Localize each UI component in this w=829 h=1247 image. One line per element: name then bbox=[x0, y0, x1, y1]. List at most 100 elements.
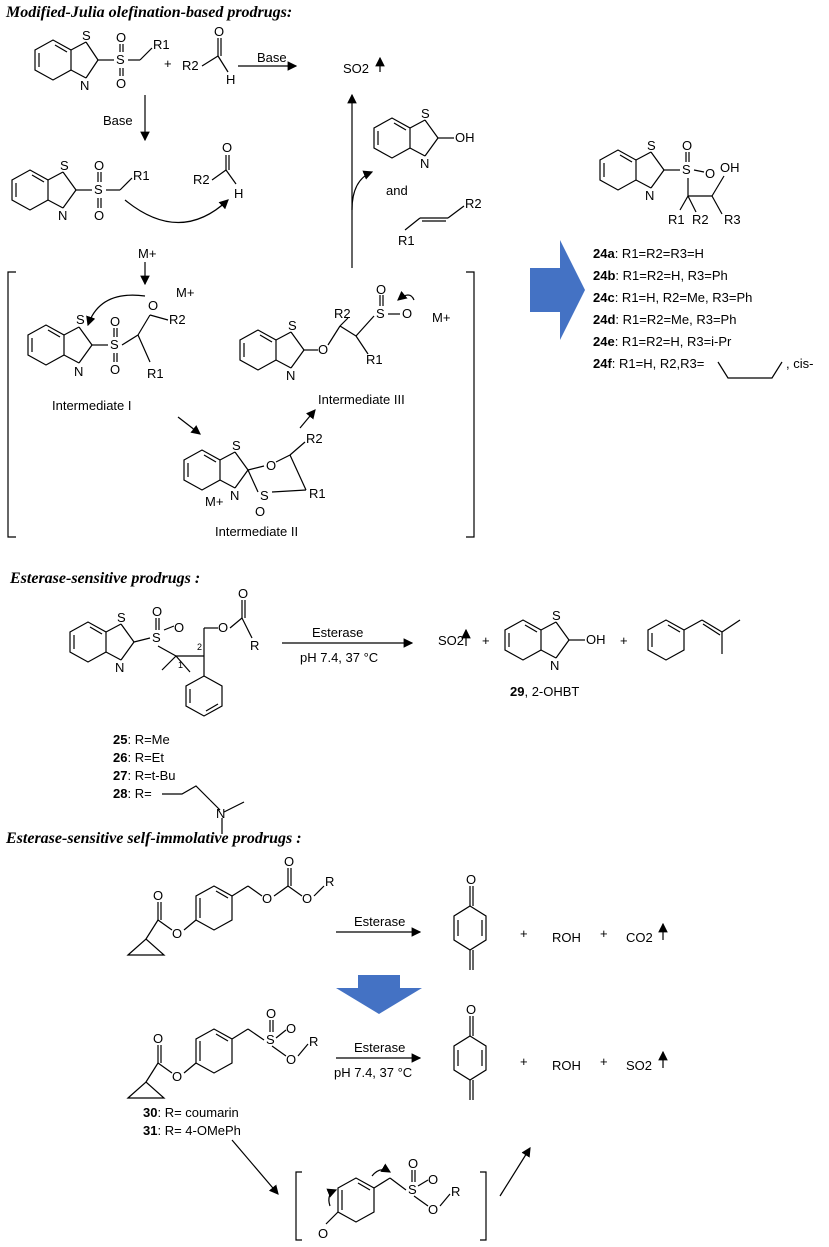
atom-o: O bbox=[705, 166, 715, 181]
phenoxide-intermediate: O S O O O R bbox=[318, 1156, 460, 1241]
atom-r2: R2 bbox=[193, 172, 210, 187]
atom-s: S bbox=[94, 182, 103, 197]
atom-r1: R1 bbox=[366, 352, 383, 367]
compound-label: 25: R=Me bbox=[113, 732, 170, 747]
atom-n: N bbox=[230, 488, 239, 503]
atom-r2: R2 bbox=[334, 306, 351, 321]
atom-n: N bbox=[216, 806, 225, 821]
compound-30-31-list: 30: R= coumarin 31: R= 4-OMePh bbox=[143, 1105, 241, 1138]
bt-sulfone-anion: S N S O O R1 bbox=[11, 158, 229, 224]
amine-fragment bbox=[162, 785, 211, 801]
reaction-arrow bbox=[351, 170, 374, 211]
roh-label: ROH bbox=[552, 1058, 581, 1073]
alkene-product: R2 R1 bbox=[398, 196, 482, 248]
bt-sulfone-start: S N S O O R1 bbox=[34, 28, 170, 93]
atom-o: O bbox=[428, 1202, 438, 1217]
carbonate-prodrug: O O O O O R bbox=[126, 854, 334, 956]
header-esterase: Esterase-sensitive prodrugs : bbox=[9, 570, 200, 587]
atom-o: O bbox=[110, 362, 120, 377]
plus-sign: + bbox=[600, 926, 608, 941]
ph-label: pH 7.4, 37 °C bbox=[300, 650, 378, 665]
atom-n: N bbox=[286, 368, 295, 383]
atom-s: S bbox=[76, 312, 85, 327]
compound-label: 24f: R1=H, R2,R3= bbox=[593, 356, 704, 371]
atom-n: N bbox=[58, 208, 67, 223]
atom-o: O bbox=[682, 138, 692, 153]
atom-o: O bbox=[116, 30, 126, 45]
reaction-arrow bbox=[231, 1139, 279, 1195]
compound-label: 29, 2-OHBT bbox=[510, 684, 579, 699]
atom-r: R bbox=[309, 1034, 318, 1049]
compound-label: 24e: R1=R2=H, R3=i-Pr bbox=[593, 334, 732, 349]
cyclohexane-fragment bbox=[717, 361, 783, 379]
metal-cation: M+ bbox=[432, 310, 450, 325]
intermediate-2-label: Intermediate II bbox=[215, 524, 298, 539]
compound-label: 24d: R1=R2=Me, R3=Ph bbox=[593, 312, 736, 327]
compound-label: 24c: R1=H, R2=Me, R3=Ph bbox=[593, 290, 752, 305]
atom-o: O bbox=[153, 888, 163, 903]
atom-oh: OH bbox=[455, 130, 475, 145]
bracket-right bbox=[466, 271, 475, 538]
atom-o: O bbox=[376, 282, 386, 297]
atom-r2: R2 bbox=[692, 212, 709, 227]
atom-r1: R1 bbox=[398, 233, 415, 248]
atom-s: S bbox=[421, 106, 430, 121]
esterase-label: Esterase bbox=[354, 1040, 405, 1055]
atom-oh: OH bbox=[720, 160, 740, 175]
bracket-right bbox=[480, 1171, 487, 1241]
so2-label: SO2 bbox=[343, 61, 369, 76]
so2-label: SO2 bbox=[626, 1058, 652, 1073]
atom-r3: R3 bbox=[724, 212, 741, 227]
atom-o: O bbox=[266, 1006, 276, 1021]
styrene-product bbox=[647, 619, 741, 661]
atom-r: R bbox=[325, 874, 334, 889]
reaction-arrow bbox=[499, 1146, 531, 1197]
atom-s: S bbox=[408, 1182, 417, 1197]
atom-n: N bbox=[80, 78, 89, 93]
atom-s: S bbox=[288, 318, 297, 333]
compound-label: 27: R=t-Bu bbox=[113, 768, 176, 783]
atom-s: S bbox=[266, 1032, 275, 1047]
atom-o: O bbox=[152, 604, 162, 619]
atom-o: O bbox=[174, 620, 184, 635]
sulfonate-prodrug: O O S O O O R bbox=[126, 1006, 318, 1099]
atom-o: O bbox=[116, 76, 126, 91]
atom-r2: R2 bbox=[306, 431, 323, 446]
atom-s: S bbox=[376, 306, 385, 321]
hydroxy-benzothiazole: S N OH bbox=[373, 106, 475, 171]
atom-n: N bbox=[74, 364, 83, 379]
atom-h: H bbox=[226, 72, 235, 87]
atom-o: O bbox=[318, 1226, 328, 1241]
locant-1: 1 bbox=[178, 660, 183, 670]
atom-r1: R1 bbox=[309, 486, 326, 501]
so2-label: SO2 bbox=[438, 633, 464, 648]
atom-o: O bbox=[172, 1069, 182, 1084]
compound-label: 24b: R1=R2=H, R3=Ph bbox=[593, 268, 728, 283]
cis-label: , cis- bbox=[786, 356, 813, 371]
compound-label: 28: R= bbox=[113, 786, 152, 801]
intermediate-1-label: Intermediate I bbox=[52, 398, 132, 413]
blue-arrow-down bbox=[336, 975, 422, 1014]
header-self-immolative: Esterase-sensitive self-immolative prodr… bbox=[5, 830, 302, 847]
base-label: Base bbox=[257, 50, 287, 65]
atom-r1: R1 bbox=[133, 168, 150, 183]
plus-sign: + bbox=[164, 56, 172, 71]
blue-arrow-right bbox=[530, 240, 585, 340]
atom-r1: R1 bbox=[147, 366, 164, 381]
atom-oh: OH bbox=[586, 632, 606, 647]
intermediate-3: S N O S O O R2 R1 M+ Intermediate III bbox=[239, 282, 450, 407]
esterase-label: Esterase bbox=[312, 625, 363, 640]
co2-label: CO2 bbox=[626, 930, 653, 945]
header-julia: Modified-Julia olefination-based prodrug… bbox=[5, 4, 292, 21]
plus-sign: + bbox=[482, 633, 490, 648]
atom-s: S bbox=[110, 337, 119, 352]
compound-label: 26: R=Et bbox=[113, 750, 164, 765]
atom-s: S bbox=[647, 138, 656, 153]
atom-o: O bbox=[172, 926, 182, 941]
plus-sign: + bbox=[520, 1054, 528, 1069]
atom-s: S bbox=[117, 610, 126, 625]
atom-n: N bbox=[115, 660, 124, 675]
aldehyde: R2 O H bbox=[193, 140, 243, 201]
